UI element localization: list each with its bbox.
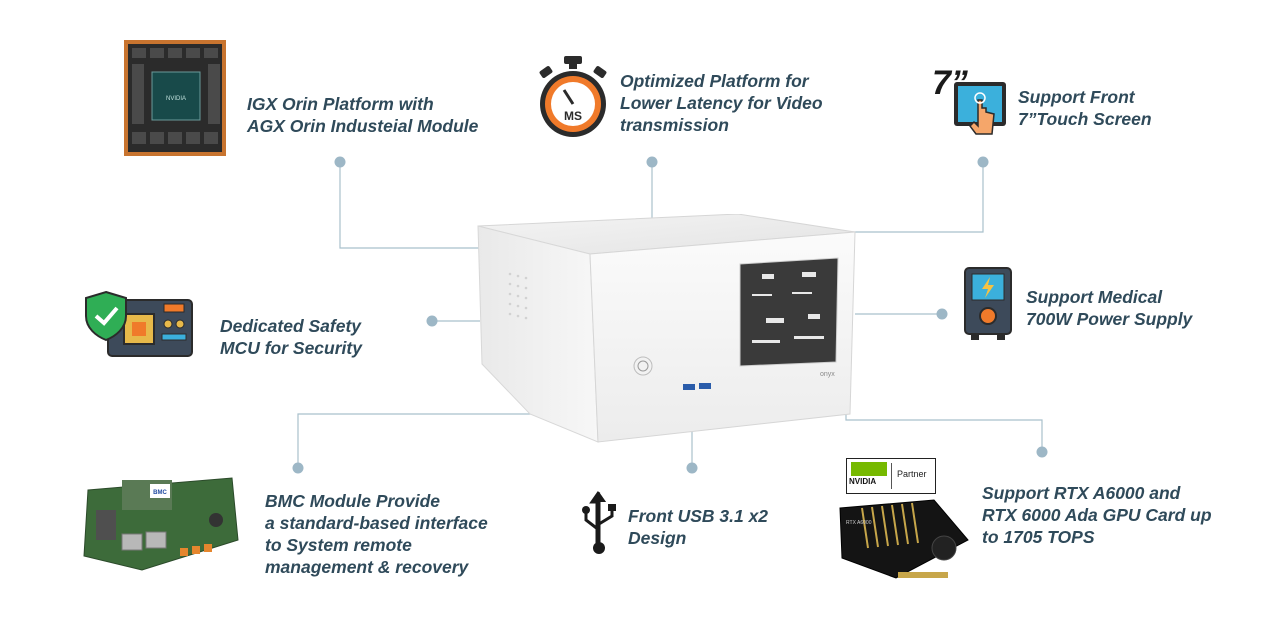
feature-usb-line2: Design: [628, 528, 687, 548]
feature-gpu-line3: to 1705 TOPS: [982, 527, 1095, 547]
feature-latency-text: Optimized Platform for Lower Latency for…: [620, 70, 823, 136]
usb-port: [683, 384, 695, 390]
feature-igx-text: IGX Orin Platform with AGX Orin Industei…: [247, 93, 478, 137]
feature-bmc-line2: a standard-based interface: [265, 513, 488, 533]
connector-dot-safety: [426, 315, 438, 327]
feature-bmc-line1: BMC Module Provide: [265, 491, 441, 511]
nvidia-badge-brand: NVIDIA: [849, 477, 877, 486]
shield-chip-icon: [85, 290, 193, 357]
feature-safety-text: Dedicated Safety MCU for Security: [220, 315, 362, 359]
gpu-card-icon: RTX A6000: [839, 499, 969, 579]
feature-touch-line1: Support Front: [1018, 87, 1135, 107]
connector-dot-bmc: [292, 462, 304, 474]
feature-touch-text: Support Front 7”Touch Screen: [1018, 86, 1152, 130]
feature-gpu-line1: Support RTX A6000 and: [982, 483, 1181, 503]
svg-text:NVIDIA: NVIDIA: [166, 96, 186, 102]
gpu-card-label: RTX A6000: [846, 520, 872, 526]
feature-safety-line2: MCU for Security: [220, 338, 362, 358]
connector-dot-latency: [646, 156, 658, 168]
device-brand: onyx: [820, 371, 835, 378]
feature-touch-line2: 7”Touch Screen: [1018, 109, 1152, 129]
feature-bmc-line4: management & recovery: [265, 557, 469, 577]
feature-bmc-line3: to System remote: [265, 535, 412, 555]
connector-dot-gpu: [1036, 446, 1048, 458]
bmc-board-label: BMC: [153, 490, 167, 496]
feature-safety-line1: Dedicated Safety: [220, 316, 362, 336]
connector-dot-usb: [686, 462, 698, 474]
feature-latency-line1: Optimized Platform for: [620, 71, 809, 91]
feature-gpu-line2: RTX 6000 Ada GPU Card up: [982, 505, 1212, 525]
feature-latency-line3: transmission: [620, 115, 729, 135]
feature-power-line2: 700W Power Supply: [1026, 309, 1193, 329]
feature-power-text: Support Medical 700W Power Supply: [1026, 286, 1192, 330]
usb-icon: [582, 491, 616, 554]
device-power-button: [633, 356, 653, 376]
feature-igx-line1: IGX Orin Platform with: [247, 94, 434, 114]
onyx-device-image: onyx: [477, 214, 856, 443]
feature-gpu-text: Support RTX A6000 and RTX 6000 Ada GPU C…: [982, 482, 1212, 548]
connector-dot-touch: [977, 156, 989, 168]
touch-screen-icon: [954, 82, 1006, 135]
feature-usb-line1: Front USB 3.1 x2: [628, 506, 769, 526]
feature-igx-line2: AGX Orin Industeial Module: [247, 116, 479, 136]
nvidia-badge-partner: Partner: [897, 469, 927, 479]
feature-bmc-text: BMC Module Provide a standard-based inte…: [265, 490, 488, 578]
connector-dot-igx: [334, 156, 346, 168]
nvidia-logo-icon: [851, 462, 887, 476]
power-supply-icon: [964, 267, 1012, 340]
stopwatch-icon: MS: [539, 56, 607, 137]
stopwatch-label: MS: [564, 109, 582, 123]
nvidia-partner-badge: NVIDIA Partner: [846, 458, 936, 494]
feature-usb-text: Front USB 3.1 x2 Design: [628, 505, 768, 549]
feature-power-line1: Support Medical: [1026, 287, 1163, 307]
som-module-icon: NVIDIA: [124, 40, 226, 156]
feature-latency-line2: Lower Latency for Video: [620, 93, 823, 113]
usb-port: [699, 383, 711, 389]
connector-dot-power: [936, 308, 948, 320]
bmc-board-icon: BMC: [83, 477, 239, 571]
